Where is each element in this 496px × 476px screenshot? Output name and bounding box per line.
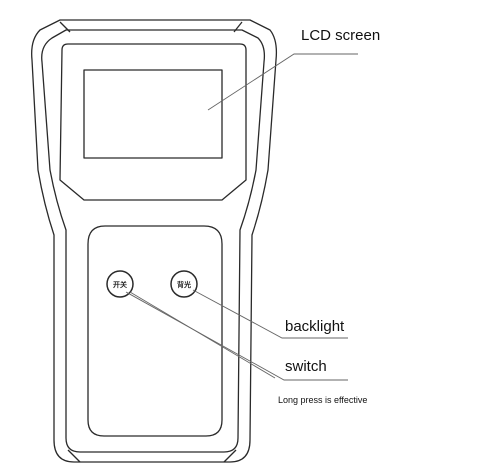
lcd-leader-line [207, 53, 358, 111]
backlight-leader-line [192, 289, 348, 339]
backlight-button[interactable]: 背光 [170, 270, 198, 298]
backlight-button-label: 背光 [177, 280, 191, 289]
switch-leader-line-2 [129, 291, 276, 379]
keypad-panel [87, 225, 223, 437]
screen-bezel [59, 43, 247, 201]
lcd-screen-label: LCD screen [301, 27, 381, 44]
device-inner-shell [41, 29, 266, 453]
power-button-label: 开关 [113, 280, 127, 289]
backlight-label: backlight [285, 318, 345, 335]
lcd-screen [83, 69, 223, 159]
long-press-note: Long press is effective [278, 395, 368, 405]
bumper-top-left [59, 21, 71, 33]
bumper-bottom-left [67, 449, 81, 463]
power-button[interactable]: 开关 [106, 270, 134, 298]
bumper-bottom-right [223, 449, 237, 463]
switch-label: switch [285, 358, 327, 375]
device-outer-shell [31, 19, 278, 463]
bumper-top-right [233, 21, 243, 33]
